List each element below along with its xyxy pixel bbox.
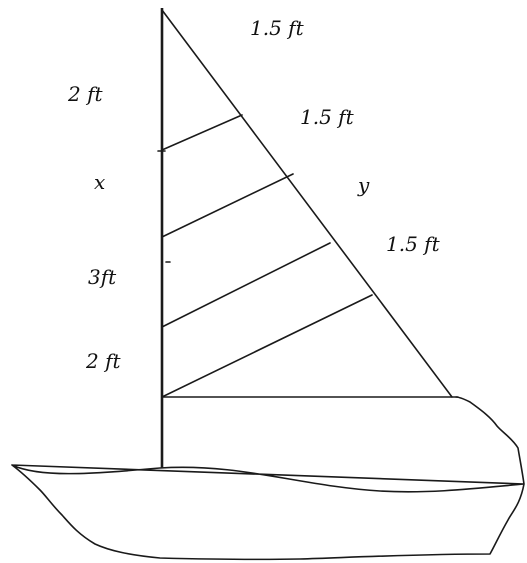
parallel-segment-3 [161,242,331,328]
parallel-segment-4 [161,294,373,398]
label-left-mid: 3ft [88,265,117,289]
parallel-segment-2 [161,173,294,238]
sail-hypotenuse [161,9,453,398]
label-left-bottom: 2 ft [85,349,121,373]
label-top-right: 1.5 ft [250,16,305,40]
label-diagonal-y: y [357,173,370,197]
label-lower-right: 1.5 ft [386,232,441,256]
label-left-x: x [94,170,105,194]
label-left-top: 2 ft [67,82,103,106]
boat-hull [11,396,525,561]
parallel-segment-1 [161,114,243,151]
label-middle-right: 1.5 ft [300,105,355,129]
